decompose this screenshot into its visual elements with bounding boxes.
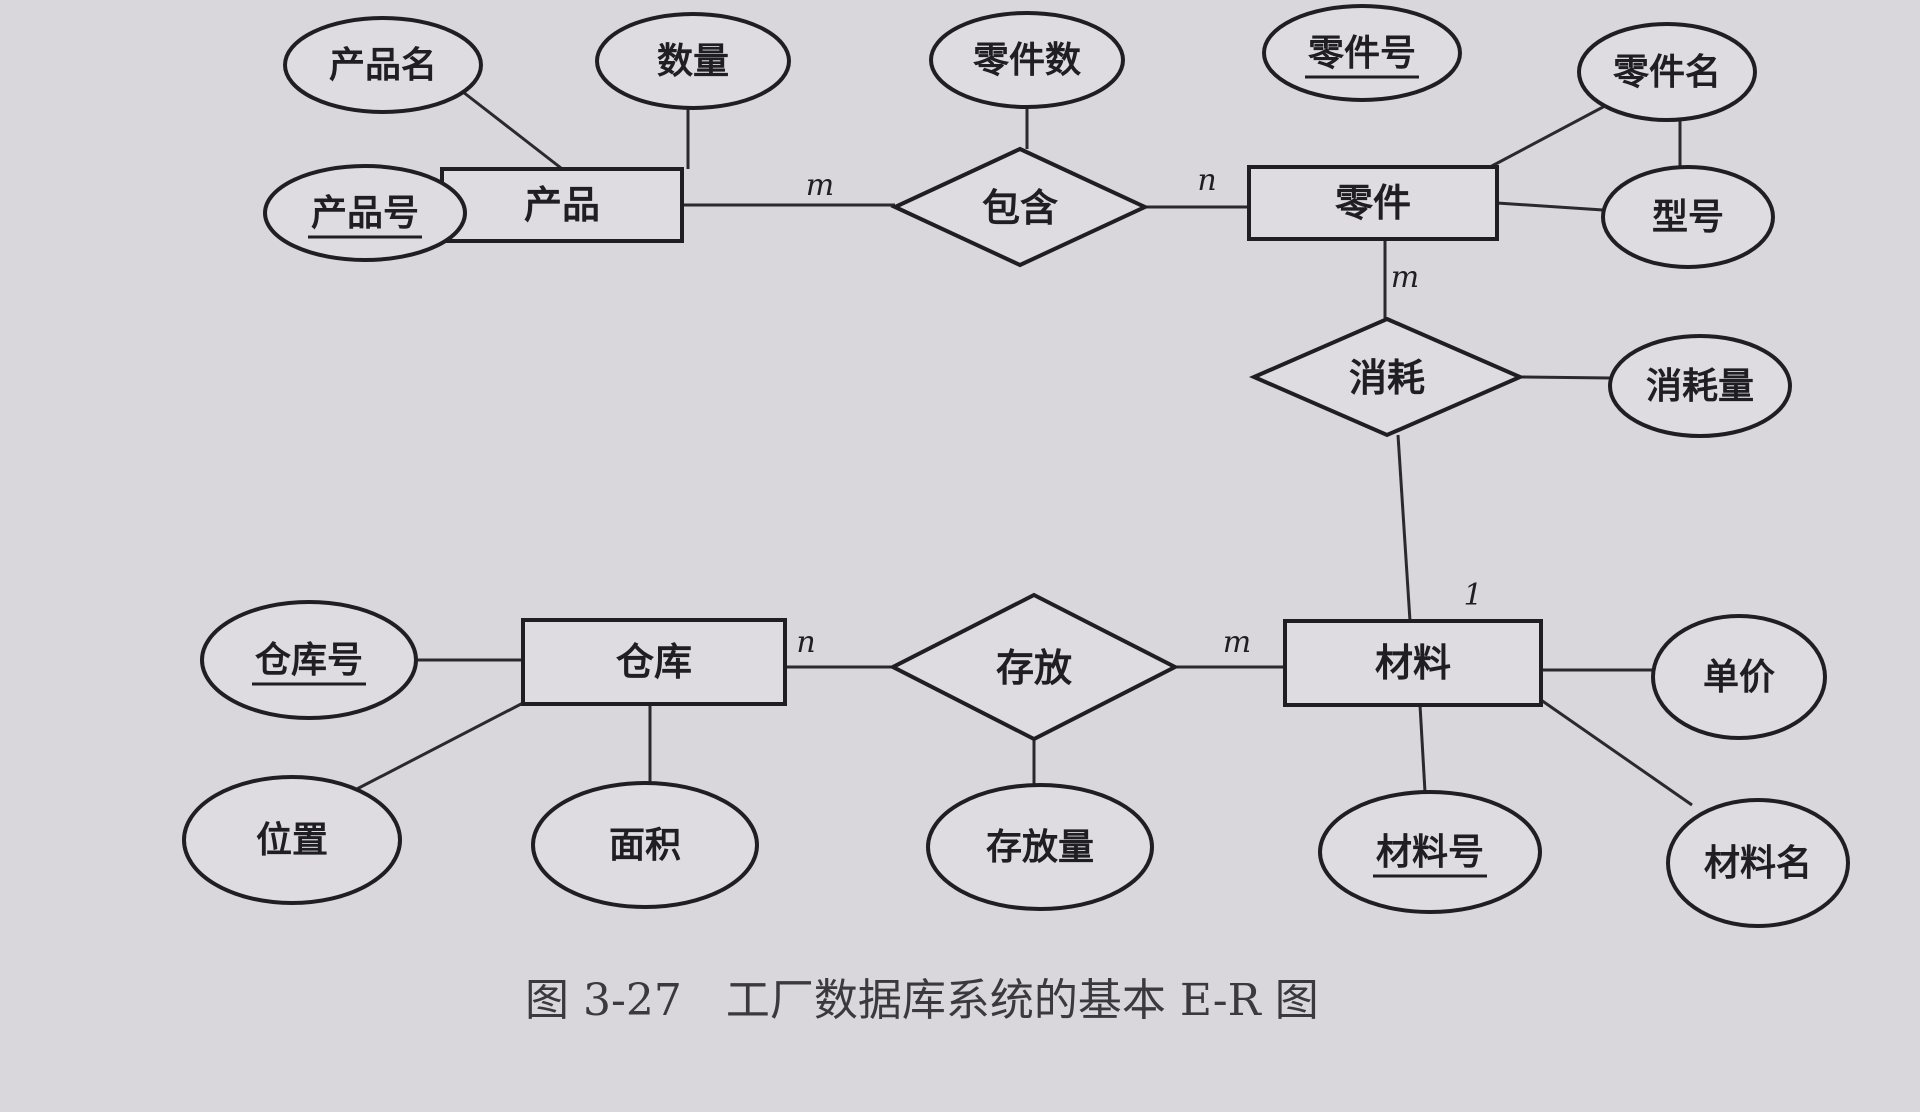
entity-box — [1283, 619, 1543, 707]
attribute-label: 零件号 — [1308, 33, 1416, 74]
edge-cailiao-cailiaoming — [1540, 698, 1693, 807]
cardinalities: m n m 1 n m — [796, 163, 1482, 660]
relationship-diamond — [890, 146, 1150, 268]
entity-lingjian: 零件 — [1247, 165, 1499, 241]
cardinality-label: m — [1223, 625, 1251, 660]
attribute-xinghao: 型号 — [1601, 165, 1775, 269]
attribute-ellipse — [1577, 22, 1757, 122]
cardinality-label: n — [796, 625, 815, 660]
relationship-baohan: 包含 — [890, 146, 1150, 268]
entity-cailiao: 材料 — [1283, 619, 1543, 707]
edge-chanpinming-chanpin — [462, 90, 571, 177]
attribute-label: 型号 — [1652, 197, 1724, 238]
attribute-label: 材料名 — [1704, 843, 1812, 884]
attribute-chanpinming: 产品名 — [283, 16, 483, 114]
relationship-xiaohao: 消耗 — [1248, 316, 1526, 438]
attribute-ellipse — [926, 783, 1154, 911]
attribute-mianji: 面积 — [531, 781, 759, 909]
edge-cailiao-cailiaohao — [1418, 704, 1427, 793]
attribute-ellipse — [1666, 798, 1850, 928]
attribute-shuliang: 数量 — [595, 12, 791, 110]
attribute-ellipse — [182, 775, 402, 905]
entity-box — [1247, 165, 1499, 241]
attribute-label: 零件数 — [973, 40, 1081, 81]
attribute-label: 仓库号 — [255, 640, 363, 681]
attribute-ellipse — [1601, 165, 1775, 269]
attribute-label: 零件名 — [1613, 52, 1721, 93]
edge-xiaohao-cailiao — [1396, 434, 1412, 622]
attribute-ellipse — [1608, 334, 1792, 438]
attribute-xiaohaoliang: 消耗量 — [1608, 334, 1792, 438]
entity-label: 仓库 — [616, 640, 692, 684]
attribute-label: 消耗量 — [1646, 366, 1754, 407]
edge-lingjian-xinghao — [1496, 201, 1604, 212]
attribute-label: 产品名 — [329, 45, 437, 86]
edge-xiaohao-xiaohaoliang — [1519, 375, 1611, 380]
entity-box — [521, 618, 787, 706]
cardinality-label: m — [806, 168, 834, 203]
cardinality-label: m — [1391, 260, 1419, 295]
attribute-ellipse — [283, 16, 483, 114]
relationship-label: 存放 — [996, 646, 1072, 690]
attribute-cangkuhao: 仓库号 — [200, 600, 418, 720]
cardinality-label: 1 — [1463, 578, 1482, 613]
attribute-label: 数量 — [657, 41, 729, 82]
relationship-diamond — [888, 592, 1180, 742]
figure-caption: 图 3-27 工厂数据库系统的基本 E-R 图 — [525, 975, 1319, 1026]
attribute-danjia: 单价 — [1651, 614, 1827, 740]
entity-label: 产品 — [524, 183, 600, 227]
attribute-weizhi: 位置 — [182, 775, 402, 905]
relationship-diamond — [1248, 316, 1526, 438]
attribute-ellipse — [929, 11, 1125, 109]
attribute-label: 材料号 — [1376, 832, 1484, 873]
relationship-label: 消耗 — [1349, 356, 1425, 400]
attribute-label: 产品号 — [311, 193, 419, 234]
attribute-label: 位置 — [256, 820, 328, 861]
attribute-ellipse — [531, 781, 759, 909]
entity-cangku: 仓库 — [521, 618, 787, 706]
edge-weizhi-cangku — [352, 701, 524, 793]
attribute-ellipse — [200, 600, 418, 720]
entity-label: 零件 — [1335, 181, 1411, 225]
attribute-label: 单价 — [1703, 657, 1775, 698]
attribute-chanpinhao: 产品号 — [263, 164, 467, 262]
attribute-cailiaohao: 材料号 — [1318, 790, 1542, 914]
entity-chanpin: 产品 — [440, 167, 684, 243]
relationship-cunfang: 存放 — [888, 592, 1180, 742]
attribute-label: 面积 — [609, 825, 681, 866]
attribute-lingjianming: 零件名 — [1577, 22, 1757, 122]
attribute-ellipse — [1318, 790, 1542, 914]
entity-label: 材料 — [1375, 641, 1451, 685]
attribute-ellipse — [595, 12, 791, 110]
attribute-lingjianhao: 零件号 — [1262, 4, 1462, 102]
relationship-label: 包含 — [982, 186, 1058, 230]
attribute-lingjianshu: 零件数 — [929, 11, 1125, 109]
edges — [352, 90, 1693, 807]
entity-box — [440, 167, 684, 243]
attribute-ellipse — [1651, 614, 1827, 740]
attribute-label: 存放量 — [986, 827, 1094, 868]
edge-lingjianming-lingjian — [1489, 96, 1621, 169]
attribute-cailiaoming: 材料名 — [1666, 798, 1850, 928]
cardinality-label: n — [1197, 163, 1216, 198]
attribute-cunfangliang: 存放量 — [926, 783, 1154, 911]
